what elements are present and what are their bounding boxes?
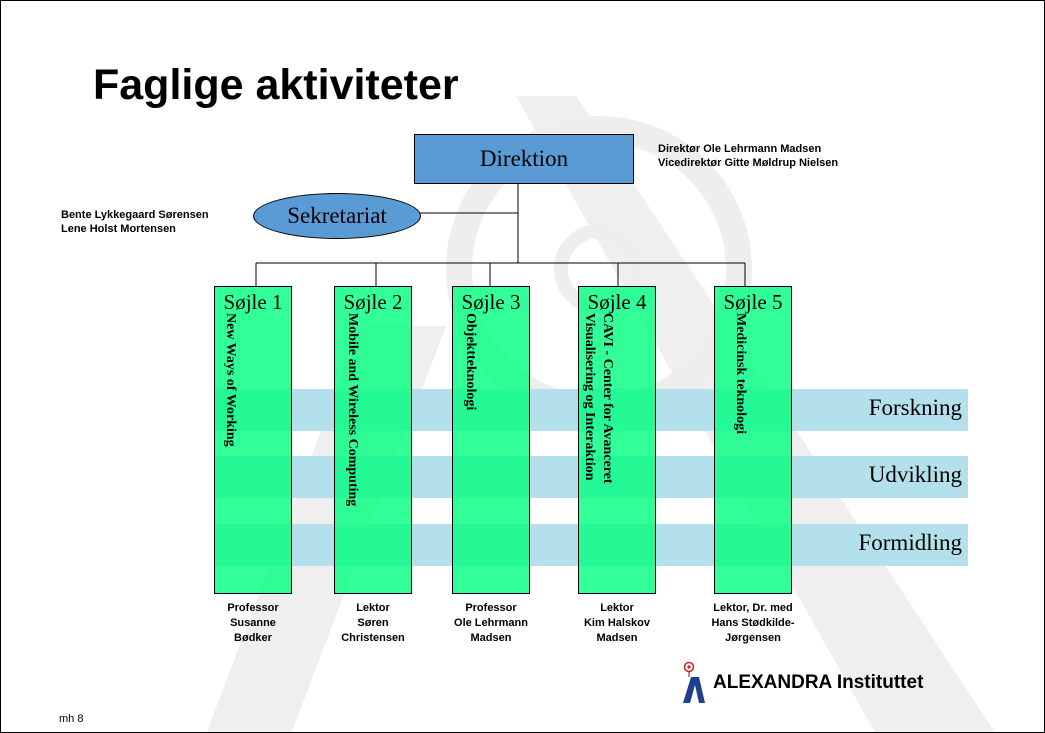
pillar-topic: Visualisering og Interaktion: [582, 313, 597, 481]
sekretariat-ellipse: Sekretariat: [253, 193, 421, 239]
band-label: Udvikling: [868, 462, 962, 487]
pillar-3: Søjle 3 Objektteknologi: [452, 286, 530, 594]
band-label: Forskning: [868, 395, 962, 420]
direktion-box: Direktion: [414, 134, 634, 184]
slide-footer: mh 8: [59, 713, 84, 725]
pillar-topic: Mobile and Wireless Computing: [345, 313, 360, 507]
person-line: Kim Halskov: [583, 617, 651, 629]
alexandra-logo: ALEXANDRA Instituttet: [681, 659, 923, 707]
pillar-2-lead: Lektor Søren Christensen: [308, 601, 438, 646]
person-line: Christensen: [341, 632, 405, 644]
alexandra-logo-icon: [683, 661, 705, 703]
person-line: Lektor: [600, 602, 634, 614]
person-line: Susanne: [230, 617, 276, 629]
pillar-2: Søjle 2 Mobile and Wireless Computing: [334, 286, 412, 594]
band-label: Formidling: [858, 530, 962, 555]
pillar-4: Søjle 4 CAVI - Center for Avanceret Visu…: [578, 286, 656, 594]
direction-people: Direktør Ole Lehrmann Madsen Vicedirektø…: [658, 142, 838, 170]
person-line: Professor: [465, 602, 517, 614]
pillar-topic: Medicinsk teknologi: [733, 313, 748, 434]
pillar-5: Søjle 5 Medicinsk teknologi: [714, 286, 792, 594]
person-line: Lektor: [356, 602, 390, 614]
person-line: Professor: [227, 602, 279, 614]
person-line: Hans Stødkilde-: [711, 617, 795, 629]
person-line: Madsen: [470, 632, 512, 644]
person-line: Bødker: [234, 632, 272, 644]
person-line: Søren: [357, 617, 389, 629]
logo-text: ALEXANDRA Instituttet: [713, 672, 924, 693]
pillar-3-lead: Professor Ole Lehrmann Madsen: [426, 601, 556, 646]
pillar-heading: Søjle 1: [223, 290, 283, 314]
pillar-heading: Søjle 2: [343, 290, 403, 314]
pillar-heading: Søjle 4: [587, 290, 647, 314]
pillar-1: Søjle 1 New Ways of Working: [214, 286, 292, 594]
sekretariat-label: Sekretariat: [287, 203, 387, 228]
pillar-heading: Søjle 3: [461, 290, 521, 314]
secretariat-person: Lene Holst Mortensen: [61, 223, 176, 235]
pillar-topic: Objektteknologi: [463, 313, 478, 411]
secretariat-person: Bente Lykkegaard Sørensen: [61, 209, 209, 221]
person-line: Jørgensen: [725, 632, 781, 644]
page-title: Faglige aktiviteter: [93, 61, 459, 109]
pillar-heading: Søjle 5: [723, 290, 783, 314]
person-line: Madsen: [596, 632, 638, 644]
direction-person: Vicedirektør Gitte Møldrup Nielsen: [658, 157, 839, 169]
direction-person: Direktør Ole Lehrmann Madsen: [658, 143, 822, 155]
person-line: Lektor, Dr. med: [713, 602, 793, 614]
pillar-topic: CAVI - Center for Avanceret: [600, 313, 615, 484]
direktion-label: Direktion: [479, 146, 569, 171]
pillar-topic: New Ways of Working: [223, 313, 238, 447]
pillar-5-lead: Lektor, Dr. med Hans Stødkilde- Jørgense…: [688, 601, 818, 646]
pillar-1-lead: Professor Susanne Bødker: [188, 601, 318, 646]
secretariat-people: Bente Lykkegaard Sørensen Lene Holst Mor…: [61, 208, 209, 236]
pillar-4-lead: Lektor Kim Halskov Madsen: [552, 601, 682, 646]
person-line: Ole Lehrmann: [454, 617, 528, 629]
